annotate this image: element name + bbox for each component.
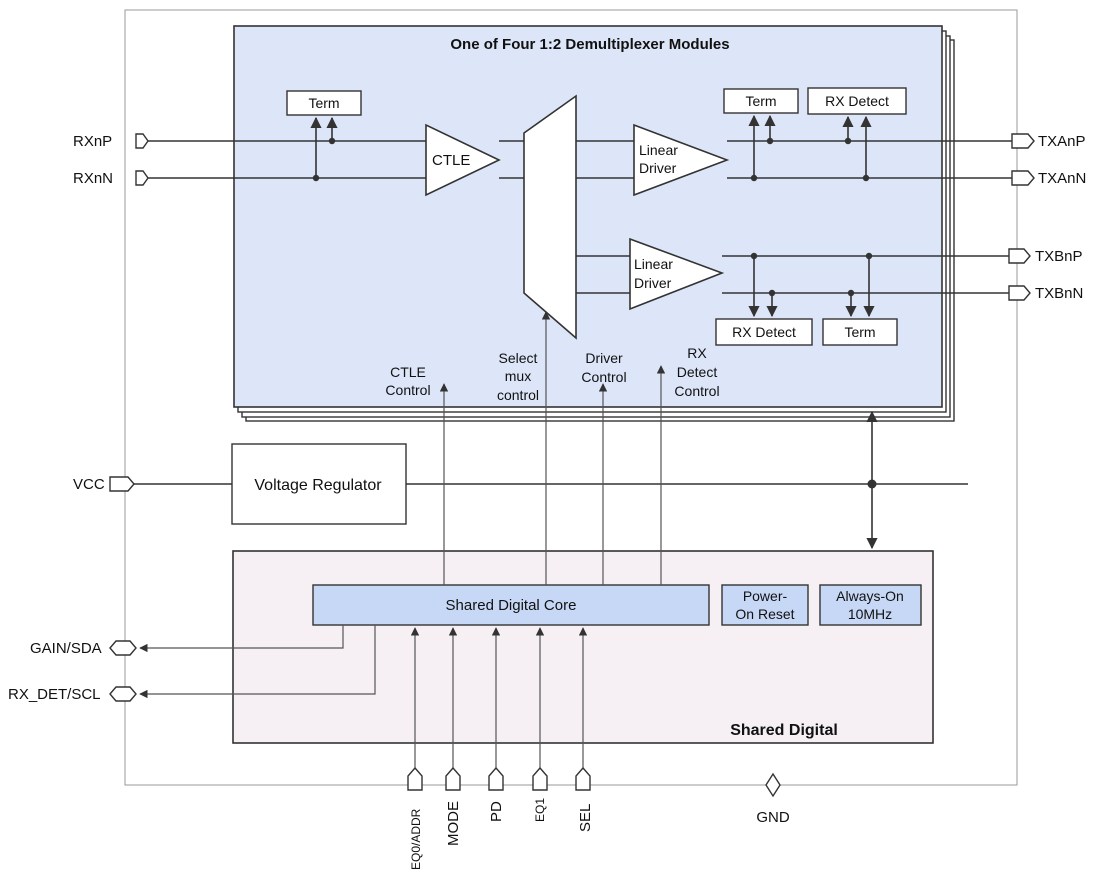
pin-pd: PD xyxy=(488,627,505,822)
power-on-reset xyxy=(721,584,809,626)
driver-b-line1: Linear xyxy=(634,256,673,272)
shared-digital-core-label: Shared Digital Core xyxy=(446,597,577,614)
mux-control-line1: Select xyxy=(499,350,538,366)
term-b-box xyxy=(822,318,898,346)
driver-control-line2: Control xyxy=(581,369,626,385)
pin-txbnp: TXBnP xyxy=(1008,248,1083,265)
eq0-addr-label: EQ0/ADDR xyxy=(409,808,423,870)
sel-label: SEL xyxy=(577,804,594,832)
term-a-label: Term xyxy=(745,93,776,109)
module-title: One of Four 1:2 Demultiplexer Modules xyxy=(450,36,729,53)
mux-control-line2: mux xyxy=(505,368,531,384)
eq1-label: EQ1 xyxy=(533,798,547,822)
pin-sel: SEL xyxy=(575,627,594,832)
pin-eq0-addr: EQ0/ADDR xyxy=(407,627,423,870)
rxdetect-control-line1: RX xyxy=(687,345,707,361)
shared-digital-core xyxy=(312,584,710,626)
pin-txann: TXAnN xyxy=(1011,170,1086,187)
txbnn-label: TXBnN xyxy=(1035,285,1083,302)
por-line2: On Reset xyxy=(735,606,794,622)
always-on-oscillator xyxy=(819,584,922,626)
linear-driver-b xyxy=(629,237,725,311)
pd-label: PD xyxy=(488,801,505,822)
rxnp-label: RXnP xyxy=(73,133,112,150)
rx-detect-b-box xyxy=(715,318,813,346)
term-b-label: Term xyxy=(844,324,875,340)
term-input-box xyxy=(286,90,362,116)
ctle-control-line2: Control xyxy=(385,382,430,398)
vcc-label: VCC xyxy=(73,476,105,493)
voltage-regulator-label: Voltage Regulator xyxy=(254,477,382,494)
ctle-control-line1: CTLE xyxy=(390,364,426,380)
pin-gnd: GND xyxy=(756,772,790,826)
pin-gain-sda: GAIN/SDA xyxy=(30,640,137,657)
driver-control-line1: Driver xyxy=(585,350,623,366)
mode-label: MODE xyxy=(445,801,462,846)
rx-detect-b-label: RX Detect xyxy=(732,324,796,340)
txann-label: TXAnN xyxy=(1038,170,1086,187)
gain-sda-label: GAIN/SDA xyxy=(30,640,102,657)
pin-txbnn: TXBnN xyxy=(1008,285,1083,302)
ctle-amplifier xyxy=(425,123,501,197)
driver-a-line1: Linear xyxy=(639,142,678,158)
txbnp-label: TXBnP xyxy=(1035,248,1083,265)
pin-mode: MODE xyxy=(445,627,462,846)
pin-rxnp: RXnP xyxy=(73,133,149,150)
pin-txanp: TXAnP xyxy=(1011,133,1086,150)
rx-detect-a-label: RX Detect xyxy=(825,93,889,109)
shared-digital-title: Shared Digital xyxy=(730,722,838,739)
term-a-box xyxy=(723,88,799,114)
term-input-label: Term xyxy=(308,95,339,111)
por-line1: Power- xyxy=(743,588,788,604)
osc-line1: Always-On xyxy=(836,588,904,604)
mux-control-line3: control xyxy=(497,387,539,403)
pin-vcc: VCC xyxy=(73,476,135,493)
rx-det-scl-label: RX_DET/SCL xyxy=(8,686,101,703)
pin-eq1: EQ1 xyxy=(532,627,548,822)
pin-rx-det-scl: RX_DET/SCL xyxy=(8,686,137,703)
linear-driver-a xyxy=(633,123,730,197)
voltage-regulator xyxy=(231,443,407,525)
driver-a-line2: Driver xyxy=(639,160,677,176)
osc-line2: 10MHz xyxy=(848,606,892,622)
driver-b-line2: Driver xyxy=(634,275,672,291)
txanp-label: TXAnP xyxy=(1038,133,1086,150)
gnd-label: GND xyxy=(756,809,790,826)
ctle-label: CTLE xyxy=(432,152,470,169)
rxdetect-control-line2: Detect xyxy=(677,364,718,380)
rx-detect-a-box xyxy=(807,87,907,115)
pin-rxnn: RXnN xyxy=(73,170,149,187)
demux-block xyxy=(523,94,577,340)
rxnn-label: RXnN xyxy=(73,170,113,187)
rxdetect-control-line3: Control xyxy=(674,383,719,399)
